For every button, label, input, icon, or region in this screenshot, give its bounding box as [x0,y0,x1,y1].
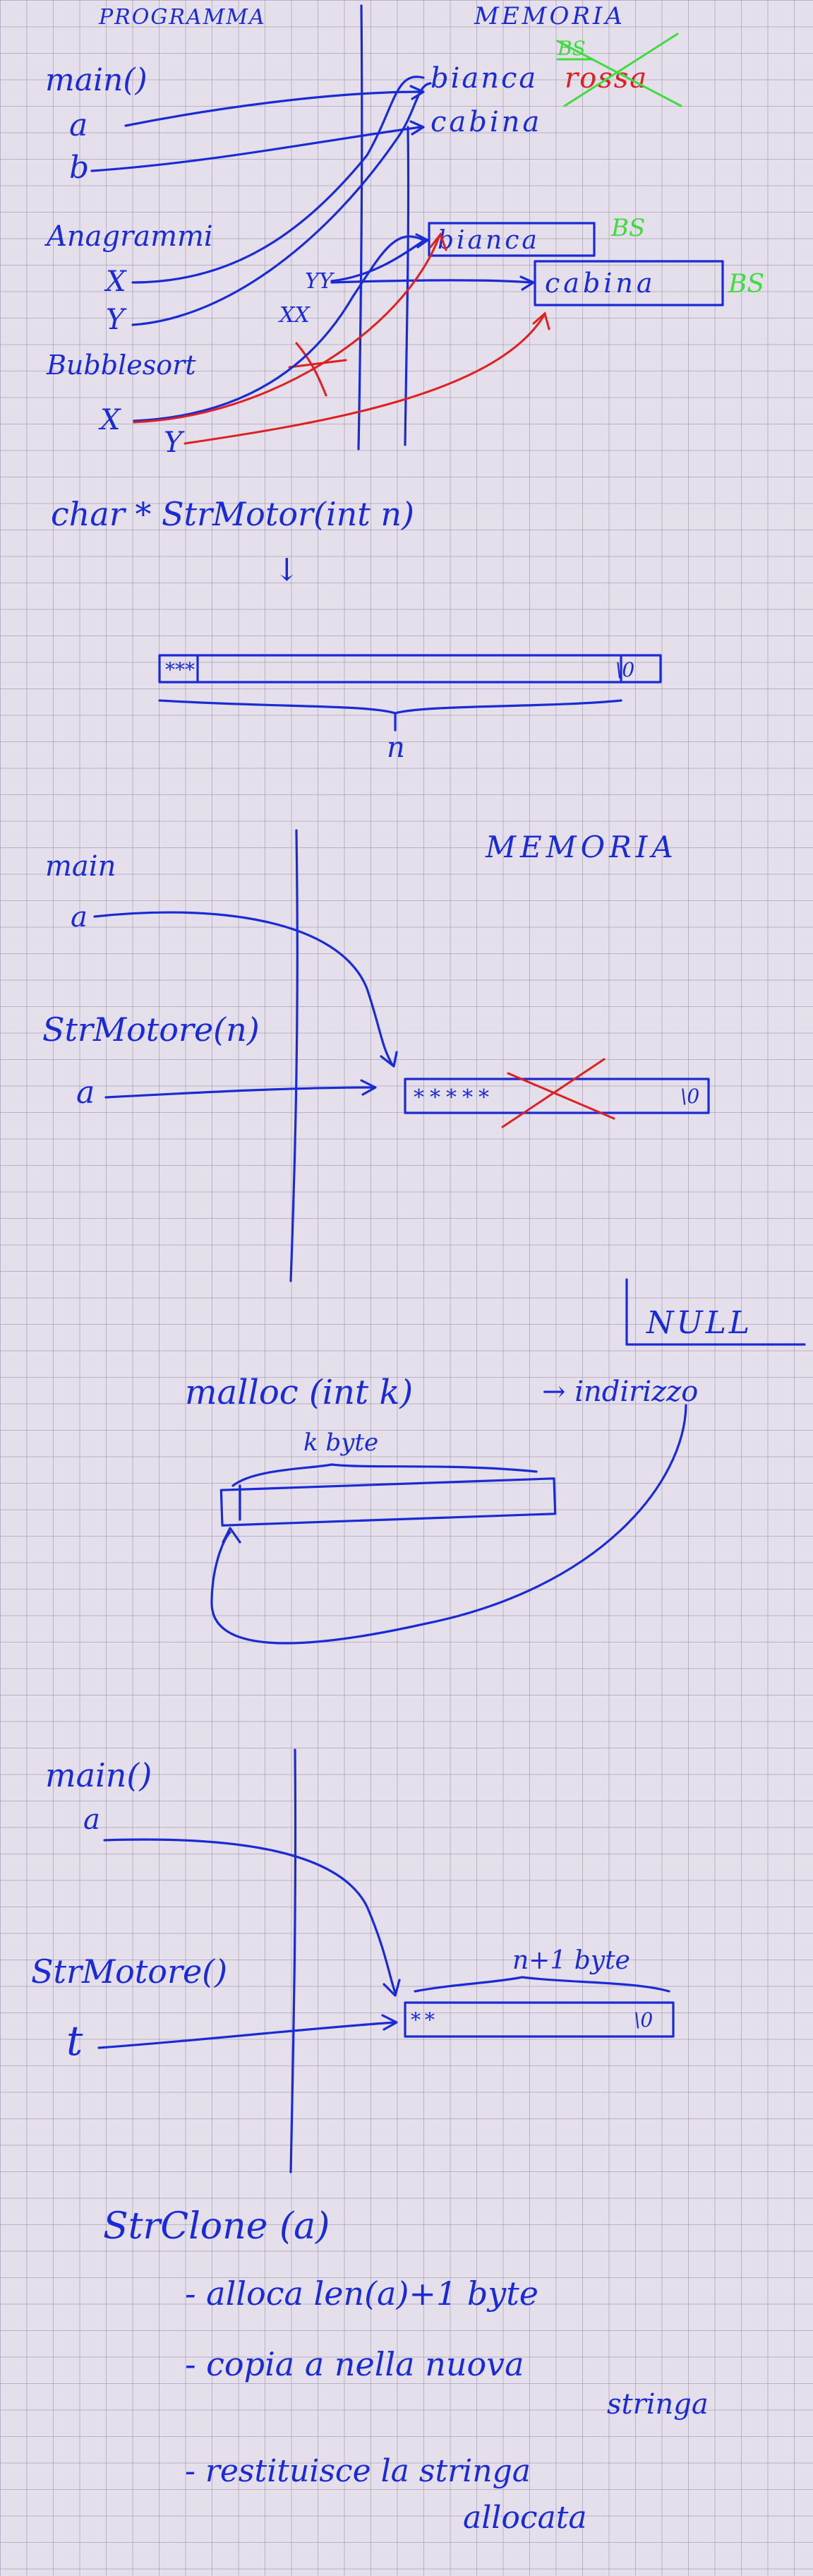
red-arrow-y [183,315,545,445]
label-var-a-2: a [71,901,88,934]
arrowhead [383,1979,401,1997]
arrowhead [222,1527,241,1544]
array-dividers [196,655,622,684]
arrowhead [415,233,429,249]
label-yy: YY [305,269,335,294]
arrowhead [381,2014,398,2031]
label-var-a: a [69,107,88,143]
red-cross-mark [288,342,347,397]
section-malloc: NULL malloc (int k) → indirizzo k byte [185,1278,806,1645]
brace-nbyte [414,1976,670,1993]
label-var-a-3: a [83,1803,100,1836]
arrow-a-to-bianca [124,90,422,127]
label-strmotore: StrMotore(n) [42,1010,260,1049]
divider-line-2 [404,126,410,446]
step-copia: - copia a nella nuova [185,2345,524,2383]
brace-kbyte [231,1463,538,1487]
box-bianca [428,222,596,257]
arrow-a-to-array [93,911,394,1066]
array-right-3: \0 [634,2008,653,2032]
red-arrow-x [133,236,440,424]
section-strclone: StrClone (a) - alloca len(a)+1 byte - co… [103,2205,709,2536]
arrow-yy-to-box [330,239,426,282]
memory-block [219,1477,557,1527]
arrow-y-to-cabina [131,82,432,326]
array-cells-2: ***** [414,1085,495,1110]
label-strmotore-2: StrMotore() [31,1952,227,1991]
red-arrowhead [429,232,447,251]
header-memoria: MEMORIA [474,2,625,30]
arrow-to-cabina-box [330,279,532,284]
section-memory-diagram-1: PROGRAMMA MEMORIA main() a b bianca ross… [44,2,764,764]
array-end-2: \0 [680,1085,699,1108]
arrow-t-to-array [97,2021,397,2049]
array-left-3: ** [411,2008,439,2032]
arrow-x-to-bianca [131,76,425,284]
divider-line-4 [289,1748,297,2174]
label-var-t: t [66,2017,83,2065]
step-restituisce: - restituisce la stringa [185,2453,531,2489]
label-var-a2: a [76,1075,95,1111]
arrow-a2-to-array [104,1086,374,1099]
label-anag-y: Y [106,304,127,336]
box-bianca-text: bianca [438,226,540,255]
brace-label-n: n [387,732,405,764]
box-bs-1: BS [610,214,645,242]
nbyte-label: n+1 byte [512,1946,630,1975]
mem-rossa: rossa [565,62,648,95]
null-box [625,1278,806,1346]
malloc-returns: → indirizzo [542,1376,698,1408]
malloc-signature: malloc (int k) [185,1373,413,1412]
arrowhead [409,120,425,136]
box-cabina [534,260,724,306]
array-right-cell: \0 [615,658,634,681]
label-xx: XX [278,303,311,328]
box-cabina-text: cabina [545,268,656,299]
red-cross-array [501,1058,615,1128]
memoria-2: MEMORIA [485,830,678,864]
green-cross [556,32,682,107]
label-bub-y: Y [164,427,185,459]
red-arrowhead [532,311,550,330]
array-left-cells: *** [165,658,195,681]
arrow-bub-x [133,235,425,422]
section-memory-diagram-3: main() a StrMotore() t n+1 byte ** \0 [31,1748,675,2174]
char-array-3 [404,2001,675,2038]
down-arrow: ↓ [274,552,300,588]
label-main-3: main() [45,1756,152,1794]
label-bubblesort: Bubblesort [46,350,196,381]
label-var-b: b [69,150,89,186]
mem-bianca: bianca [430,62,538,95]
section-memory-diagram-2: main a MEMORIA StrMotore(n) a ***** \0 [42,829,710,1282]
divider-line-3 [289,829,299,1282]
label-anag-x: X [104,266,127,298]
strclone-title: StrClone (a) [103,2205,330,2248]
arrowhead [380,1051,398,1068]
brace [158,699,622,715]
arrowhead [360,1079,377,1096]
arrow-a-to-array-3 [103,1838,397,1994]
kbyte-label: k byte [303,1429,378,1457]
label-anagrammi: Anagrammi [44,220,213,253]
arrowhead [519,275,535,291]
label-bub-x: X [98,404,121,436]
arrow-returned-address [210,1404,687,1645]
arrowhead [409,85,425,100]
header-programma: PROGRAMMA [98,5,266,30]
step-copia-cont: stringa [607,2388,709,2421]
char-array [158,654,662,684]
label-main: main() [45,62,147,98]
label-main-2: main [45,850,116,883]
step-restituisce-cont: allocata [463,2500,587,2536]
divider-line [357,4,363,451]
null-label: NULL [646,1305,752,1341]
func-signature: char * StrMotor(int n) [51,495,414,533]
char-array-2 [404,1078,710,1114]
step-alloca: - alloca len(a)+1 byte [185,2274,538,2313]
box-bs-2: BS [728,270,764,299]
mem-cabina: cabina [430,106,542,138]
